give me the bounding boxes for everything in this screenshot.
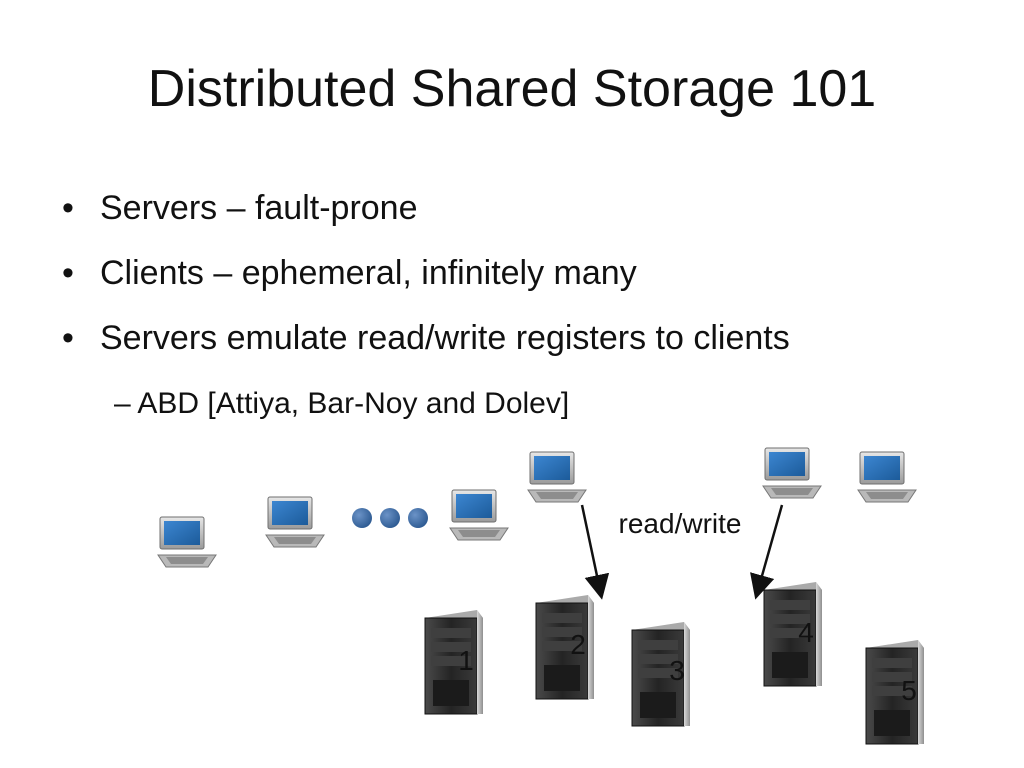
bullet-item: Clients – ephemeral, infinitely many (62, 253, 1002, 294)
server-label: 3 (669, 655, 685, 686)
bullet-item: Servers – fault-prone (62, 188, 1002, 229)
ellipsis-dots (352, 508, 428, 528)
bullet-list: Servers – fault-prone Clients – ephemera… (62, 188, 1002, 382)
read-write-arrow-right (750, 504, 784, 600)
bullet-item: Servers emulate read/write registers to … (62, 318, 1002, 359)
ellipsis-dot (380, 508, 400, 528)
ellipsis-dot (408, 508, 428, 528)
read-write-arrow-left (580, 504, 610, 600)
server-icon (763, 582, 822, 687)
server-icon (865, 640, 924, 745)
laptop-icon (527, 451, 587, 503)
server-label: 4 (798, 617, 814, 648)
server-icon (631, 622, 690, 727)
laptop-icon (449, 489, 509, 541)
server-label: 1 (458, 645, 474, 676)
sub-bullet: – ABD [Attiya, Bar-Noy and Dolev] (114, 387, 570, 420)
server-label: 5 (901, 675, 917, 706)
laptop-icon (857, 451, 917, 503)
slide-title: Distributed Shared Storage 101 (147, 60, 877, 118)
laptop-icon (265, 496, 325, 548)
laptop-icon (157, 516, 217, 568)
ellipsis-dot (352, 508, 372, 528)
edge-label: read/write (619, 508, 742, 539)
laptop-icon (762, 447, 822, 499)
server-icon (424, 610, 483, 715)
server-label: 2 (570, 629, 586, 660)
server-icon (535, 595, 594, 700)
